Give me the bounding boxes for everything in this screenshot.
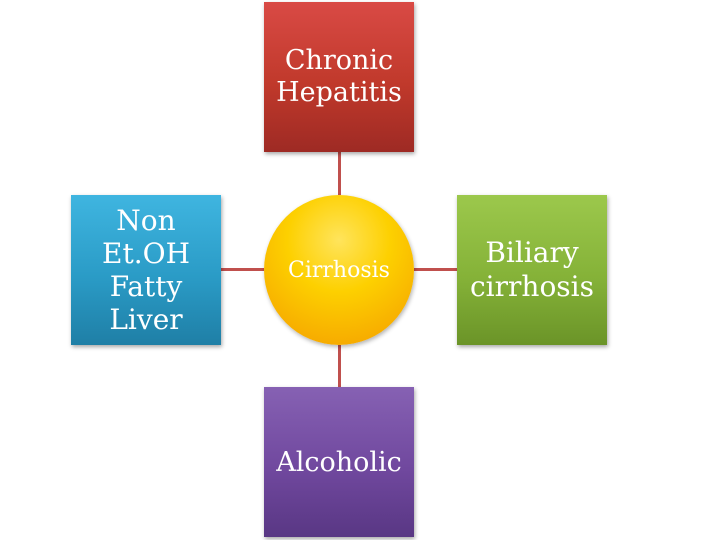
center-cirrhosis-circle: Cirrhosis <box>264 195 414 345</box>
connector-bottom <box>338 345 341 387</box>
node-chronic-hepatitis-label: Chronic Hepatitis <box>276 44 402 108</box>
connector-right <box>414 268 457 271</box>
node-non-etoh-fatty-liver-label: Non Et.OH Fatty Liver <box>102 203 190 337</box>
node-chronic-hepatitis: Chronic Hepatitis <box>264 2 414 152</box>
connector-top <box>338 152 341 195</box>
center-cirrhosis-label: Cirrhosis <box>288 257 390 283</box>
node-alcoholic-label: Alcoholic <box>276 446 402 478</box>
node-non-etoh-fatty-liver: Non Et.OH Fatty Liver <box>71 195 221 345</box>
node-biliary-cirrhosis: Biliary cirrhosis <box>457 195 607 345</box>
node-biliary-cirrhosis-label: Biliary cirrhosis <box>470 236 594 303</box>
connector-left <box>221 268 264 271</box>
node-alcoholic: Alcoholic <box>264 387 414 537</box>
